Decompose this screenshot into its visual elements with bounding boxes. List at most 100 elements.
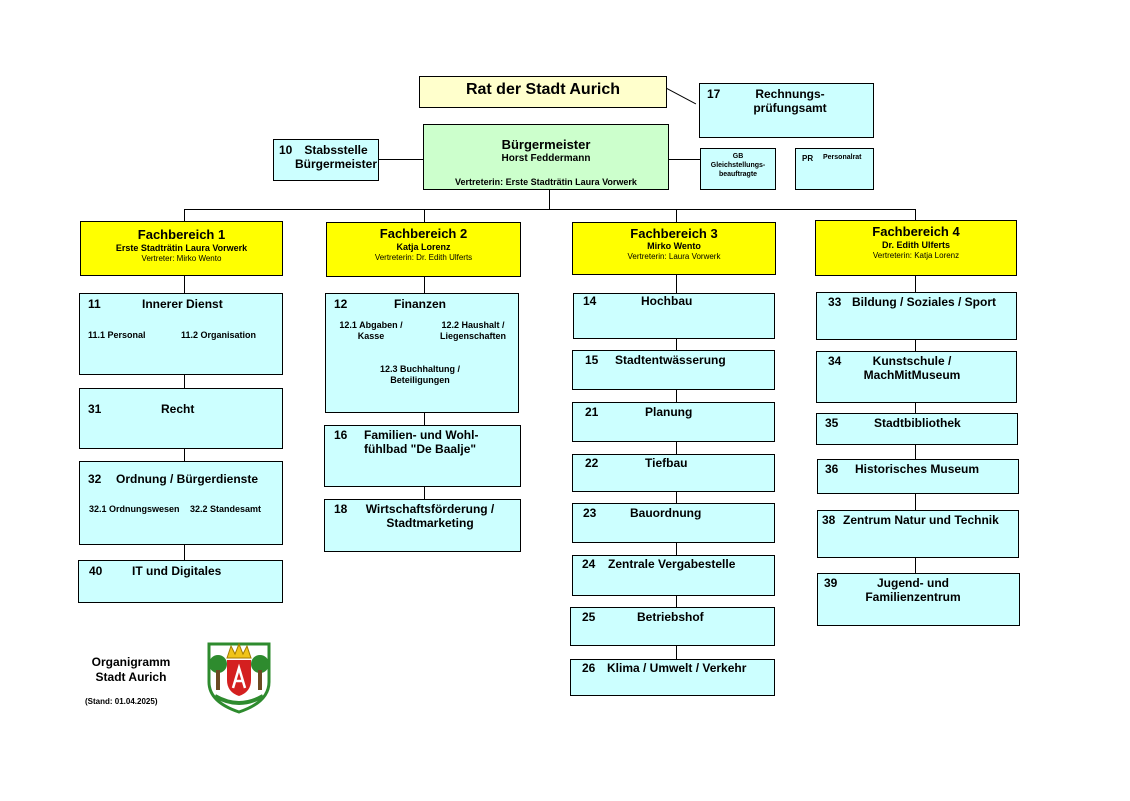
crest-tree-left: [209, 655, 227, 673]
unit-18-box[interactable]: 18 Wirtschaftsförderung / Stadtmarketing: [324, 499, 521, 552]
connector-line: [184, 209, 185, 221]
unit-name: Hochbau: [641, 294, 693, 308]
unit-name: Zentrum Natur und Technik: [843, 513, 999, 527]
unit-number: 16: [334, 428, 348, 442]
audit-office-box[interactable]: 17 Rechnungs- prüfungsamt: [699, 83, 874, 138]
unit-33-box[interactable]: 33 Bildung / Soziales / Sport: [816, 292, 1017, 340]
fachbereich-head: Dr. Edith Ulferts: [881, 240, 950, 250]
fachbereich-deputy: Vertreterin: Katja Lorenz: [872, 251, 960, 260]
unit-number: 15: [585, 353, 599, 367]
footer-title-line: Stadt Aurich: [95, 670, 167, 684]
unit-number: 23: [583, 506, 597, 520]
unit-14-box[interactable]: 14 Hochbau: [573, 293, 775, 339]
connector-line: [666, 88, 697, 105]
fachbereich-deputy: Vertreter: Mirko Wento: [141, 254, 222, 263]
unit-name-line: Stabsstelle: [304, 143, 368, 157]
unit-name-line: Jugend- und: [877, 576, 949, 590]
connector-line: [549, 190, 550, 209]
chart-footer-title: Organigramm Stadt Aurich: [78, 655, 184, 685]
unit-number: 14: [583, 294, 597, 308]
unit-38-box[interactable]: 38 Zentrum Natur und Technik: [817, 510, 1019, 558]
connector-line: [424, 209, 425, 222]
connector-line: [915, 209, 916, 221]
unit-40-box[interactable]: 40 IT und Digitales: [78, 560, 283, 603]
crest-base: [213, 694, 265, 705]
fachbereich-head: Katja Lorenz: [396, 242, 451, 252]
unit-name-line: Rechnungs-: [755, 87, 825, 101]
status-date: (Stand: 01.04.2025): [85, 697, 158, 706]
unit-name-line: Familienzentrum: [865, 590, 961, 604]
unit-number: 36: [825, 462, 839, 476]
subunit-line: Liegenschaften: [439, 331, 506, 341]
unit-22-box[interactable]: 22 Tiefbau: [572, 454, 775, 492]
mayor-deputy: Vertreterin: Erste Stadträtin Laura Vorw…: [455, 177, 637, 187]
connector-line: [184, 209, 916, 210]
unit-name: IT und Digitales: [132, 564, 222, 578]
unit-26-box[interactable]: 26 Klima / Umwelt / Verkehr: [570, 659, 775, 696]
unit-15-box[interactable]: 15 Stadtentwässerung: [572, 350, 775, 390]
staff-council-box[interactable]: PR Personalrat: [795, 148, 874, 190]
subunit-label: 12.2 Haushalt / Liegenschaften: [428, 320, 518, 342]
mayor-title: Bürgermeister: [501, 137, 591, 152]
fachbereich-head: Mirko Wento: [647, 241, 701, 251]
unit-abbr: GB: [732, 153, 744, 160]
equality-officer-box[interactable]: GB Gleichstellungs- beauftragte: [700, 148, 776, 190]
unit-21-box[interactable]: 21 Planung: [572, 402, 775, 442]
connector-line: [379, 159, 423, 160]
unit-name: Gleichstellungs- beauftragte: [701, 161, 775, 179]
unit-16-box[interactable]: 16 Familien- und Wohl- fühlbad "De Baalj…: [324, 425, 521, 487]
unit-name: Betriebshof: [637, 610, 704, 624]
unit-36-box[interactable]: 36 Historisches Museum: [817, 459, 1019, 494]
unit-23-box[interactable]: 23 Bauordnung: [572, 503, 775, 543]
fachbereich-title: Fachbereich 1: [137, 227, 226, 242]
unit-name-line: Gleichstellungs-: [710, 162, 766, 169]
mayor-box[interactable]: Bürgermeister Horst Feddermann Vertreter…: [423, 124, 669, 190]
subunit-line: 12.1 Abgaben /: [339, 320, 403, 330]
unit-number: 26: [582, 661, 596, 675]
unit-name: Jugend- und Familienzentrum: [858, 576, 968, 604]
unit-name: Stadtbibliothek: [874, 416, 961, 430]
subunit-label: 32.1 Ordnungswesen: [89, 504, 180, 514]
unit-number: 21: [585, 405, 599, 419]
unit-number: 25: [582, 610, 596, 624]
unit-name: Bauordnung: [630, 506, 702, 520]
fachbereich-4-box[interactable]: Fachbereich 4 Dr. Edith Ulferts Vertrete…: [815, 220, 1017, 276]
unit-39-box[interactable]: 39 Jugend- und Familienzentrum: [817, 573, 1020, 626]
connector-line: [676, 209, 677, 222]
unit-31-box[interactable]: 31 Recht: [79, 388, 283, 449]
unit-number: 18: [334, 502, 348, 516]
unit-name: Historisches Museum: [855, 462, 980, 476]
unit-11-box[interactable]: 11 Innerer Dienst 11.1 Personal 11.2 Org…: [79, 293, 283, 375]
subunit-line: 12.2 Haushalt /: [441, 320, 505, 330]
unit-25-box[interactable]: 25 Betriebshof: [570, 607, 775, 646]
subunit-line: Beteiligungen: [390, 375, 450, 385]
fachbereich-head: Erste Stadträtin Laura Vorwerk: [115, 243, 248, 253]
unit-name-line: beauftragte: [718, 171, 758, 178]
mayor-name: Horst Feddermann: [501, 153, 591, 164]
subunit-label: 32.2 Standesamt: [190, 504, 262, 514]
unit-number: 35: [825, 416, 839, 430]
unit-name-line: Bürgermeister: [294, 157, 378, 171]
unit-34-box[interactable]: 34 Kunstschule / MachMitMuseum: [816, 351, 1017, 403]
unit-name: Innerer Dienst: [142, 297, 223, 311]
subunit-label: 11.1 Personal: [88, 330, 146, 340]
subunit-line: 12.3 Buchhaltung /: [379, 364, 460, 374]
unit-12-box[interactable]: 12 Finanzen 12.1 Abgaben / Kasse 12.2 Ha…: [325, 293, 519, 413]
crest-tree-right: [251, 655, 269, 673]
unit-35-box[interactable]: 35 Stadtbibliothek: [816, 413, 1018, 445]
fachbereich-2-box[interactable]: Fachbereich 2 Katja Lorenz Vertreterin: …: [326, 222, 521, 277]
fachbereich-3-box[interactable]: Fachbereich 3 Mirko Wento Vertreterin: L…: [572, 222, 776, 275]
unit-name: Zentrale Vergabestelle: [608, 557, 736, 571]
staff-unit-box[interactable]: 10 Stabsstelle Bürgermeister: [273, 139, 379, 181]
unit-name: Ordnung / Bürgerdienste: [116, 472, 259, 486]
unit-24-box[interactable]: 24 Zentrale Vergabestelle: [572, 555, 775, 596]
unit-number: 31: [88, 402, 102, 416]
unit-32-box[interactable]: 32 Ordnung / Bürgerdienste 32.1 Ordnungs…: [79, 461, 283, 545]
council-box[interactable]: Rat der Stadt Aurich: [419, 76, 667, 108]
fachbereich-title: Fachbereich 4: [872, 224, 960, 239]
unit-name-line: prüfungsamt: [753, 101, 827, 115]
unit-name-line: Stadtmarketing: [386, 516, 474, 530]
subunit-label: 11.2 Organisation: [181, 330, 257, 340]
fachbereich-1-box[interactable]: Fachbereich 1 Erste Stadträtin Laura Vor…: [80, 221, 283, 276]
unit-name-line: Wirtschaftsförderung /: [365, 502, 495, 516]
